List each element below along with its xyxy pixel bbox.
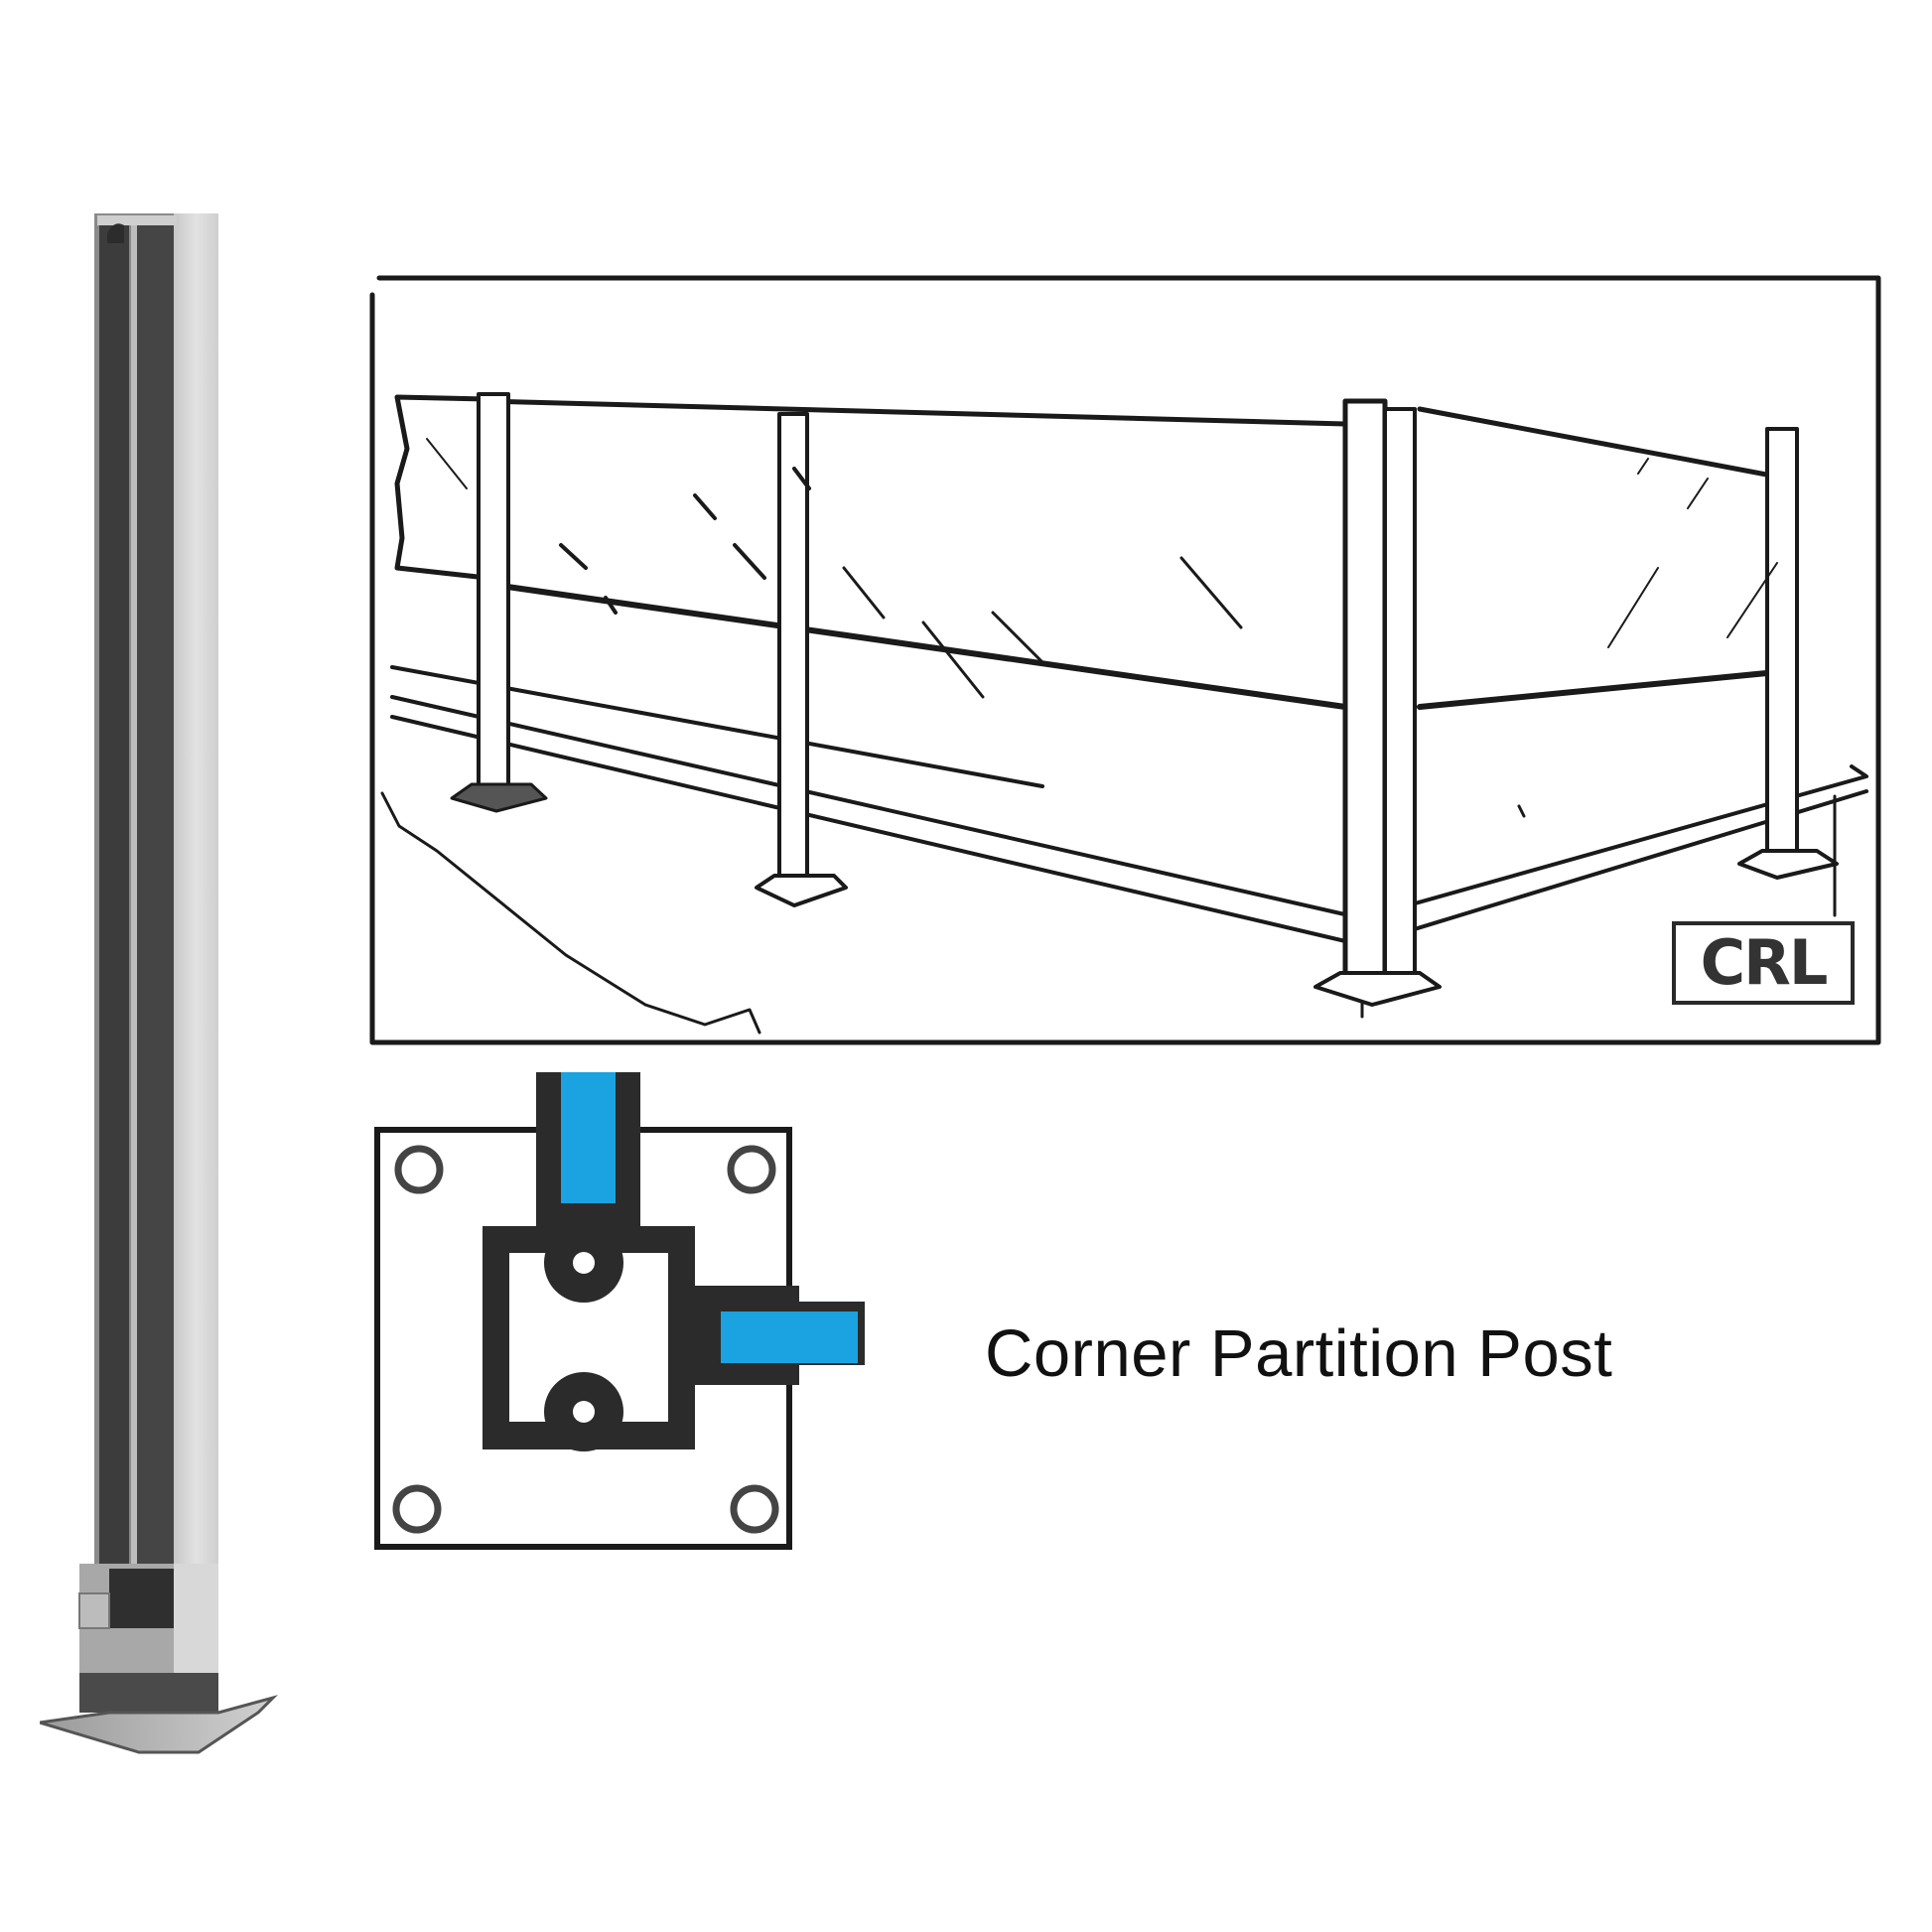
gasket-top — [561, 1072, 616, 1203]
product-caption: Corner Partition Post — [985, 1316, 1613, 1391]
post-product-photo — [40, 213, 278, 1754]
brand-logo: CRL — [1672, 921, 1855, 1005]
partition-illustration — [369, 275, 1881, 1045]
post-cross-section-diagram — [374, 1072, 865, 1550]
gasket-right — [721, 1311, 858, 1363]
brand-logo-text: CRL — [1700, 926, 1829, 999]
